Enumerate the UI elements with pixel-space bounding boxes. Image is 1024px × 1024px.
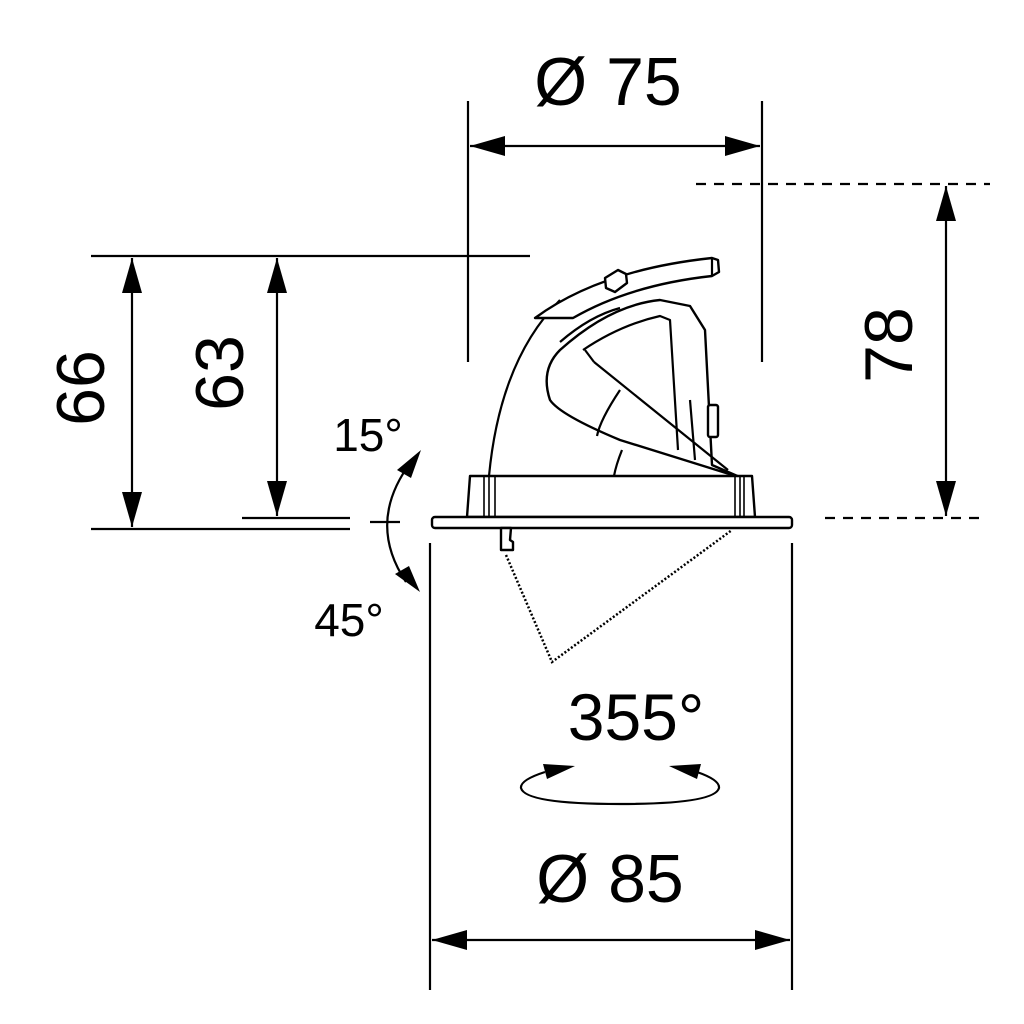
arrow-up-icon [122, 258, 142, 293]
yoke-bracket [533, 256, 721, 320]
trim-ring [465, 474, 757, 519]
side-rib [688, 399, 697, 461]
dimension-label-height-inner: 63 [182, 335, 258, 411]
angle-label-tilt-up: 15° [333, 409, 403, 461]
rotation-arrow-right-icon [669, 764, 701, 779]
lamp-head [545, 298, 744, 480]
inner-arc [595, 389, 621, 437]
dimension-label-top-diameter: Ø 75 [534, 44, 681, 120]
arrow-down-icon [122, 492, 142, 527]
arrow-up-icon [267, 258, 287, 293]
light-beam-outline [504, 528, 733, 664]
dimension-label-bottom-diameter: Ø 85 [536, 841, 683, 917]
arrow-right-icon [725, 136, 760, 156]
angle-label-rotation: 355° [568, 680, 705, 754]
inner-arc-low [612, 449, 624, 477]
reflector-top [584, 349, 595, 363]
adjustment-knob-icon [603, 268, 629, 294]
arrow-down-icon [395, 566, 420, 592]
dimension-label-height-total: 78 [851, 307, 927, 383]
dimension-height-inner: 63 [182, 258, 350, 520]
side-clip [706, 403, 720, 439]
rotation-indicator: 355° [519, 680, 721, 806]
dimension-height-total: 78 [696, 182, 990, 520]
arrow-up-icon [397, 450, 421, 478]
arrow-right-icon [755, 930, 790, 950]
arrow-down-icon [267, 481, 287, 516]
rotation-ellipse [519, 770, 721, 806]
arrow-down-icon [936, 481, 956, 516]
lamp-inner-frame [582, 314, 680, 451]
rotation-arrow-left-icon [543, 764, 575, 779]
dimension-height-outer: 66 [43, 254, 530, 531]
tilt-angle-indicator: 15° 45° [314, 409, 421, 646]
arrow-up-icon [936, 186, 956, 221]
lamp-head-edge [559, 306, 621, 343]
dimension-label-height-outer: 66 [43, 350, 119, 426]
tilt-arc [386, 461, 412, 583]
reflector-edge [593, 361, 729, 471]
dimension-top-diameter: Ø 75 [466, 44, 764, 362]
trim-flange [430, 515, 794, 530]
arrow-left-icon [432, 930, 467, 950]
dimension-bottom-diameter: Ø 85 [428, 543, 794, 990]
spring-clip [499, 526, 515, 552]
angle-label-tilt-down: 45° [314, 594, 384, 646]
arrow-left-icon [470, 136, 505, 156]
downlight-fixture [430, 256, 794, 664]
